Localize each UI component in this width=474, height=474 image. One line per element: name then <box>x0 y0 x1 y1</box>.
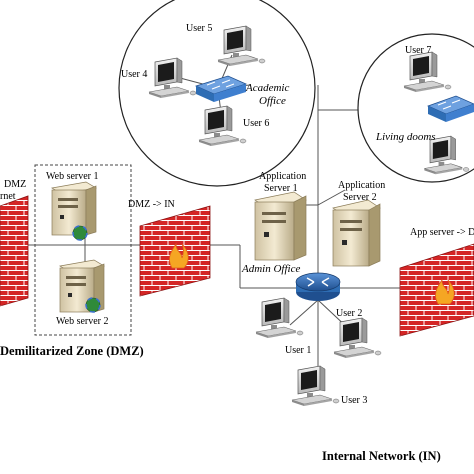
admin-office-label: Admin Office <box>242 263 301 275</box>
user6-label: User 6 <box>243 118 270 129</box>
web-server-1-label: Web server 1 <box>46 171 99 182</box>
workstation-icon <box>333 317 382 358</box>
dmz-in-firewall-label: DMZ -> IN <box>128 199 175 210</box>
user4-label: User 4 <box>121 69 148 80</box>
user3-label: User 3 <box>341 395 368 406</box>
server-icon <box>51 181 97 236</box>
academic-office-label-line1: Academic <box>246 82 290 94</box>
app-server-2-label-line1: Application <box>338 180 386 191</box>
app-server-1-label-line2: Server 1 <box>264 183 298 194</box>
workstation-icon <box>291 365 340 406</box>
globe-icon <box>72 225 88 241</box>
left-edge-label-line2: rnet <box>0 191 16 202</box>
dmz-zone-title: Demilitarized Zone (DMZ) <box>0 344 144 358</box>
user5-label: User 5 <box>186 23 213 34</box>
switch-icon <box>195 75 247 102</box>
firewall-icon <box>0 195 29 307</box>
globe-icon <box>85 297 101 313</box>
living-dooms-zone <box>357 33 474 183</box>
workstation-icon <box>255 297 304 338</box>
router-icon <box>295 272 341 301</box>
living-dooms-label: Living dooms <box>376 131 436 143</box>
user7-label: User 7 <box>405 45 432 56</box>
server-icon <box>254 191 307 261</box>
workstation-icon <box>424 135 470 175</box>
workstation-icon <box>217 25 266 66</box>
workstation-icon <box>198 105 247 146</box>
firewall-icon <box>139 205 211 297</box>
dmz-server-box <box>34 164 132 336</box>
app-server-firewall-label: App server -> D <box>410 227 474 238</box>
user1-label: User 1 <box>285 345 312 356</box>
web-server-2-label: Web server 2 <box>56 316 109 327</box>
academic-office-label-line2: Office <box>259 95 286 107</box>
workstation-icon <box>148 57 197 98</box>
app-server-2-label-line2: Server 2 <box>343 192 377 203</box>
firewall-icon <box>399 243 474 337</box>
academic-office-zone <box>118 0 316 187</box>
switch-icon <box>427 95 474 122</box>
left-edge-label-line1: DMZ <box>4 179 27 190</box>
server-icon <box>332 199 381 267</box>
workstation-icon <box>403 51 452 92</box>
user2-label: User 2 <box>336 308 363 319</box>
internal-network-title: Internal Network (IN) <box>322 449 441 463</box>
app-server-1-label-line1: Application <box>259 171 307 182</box>
